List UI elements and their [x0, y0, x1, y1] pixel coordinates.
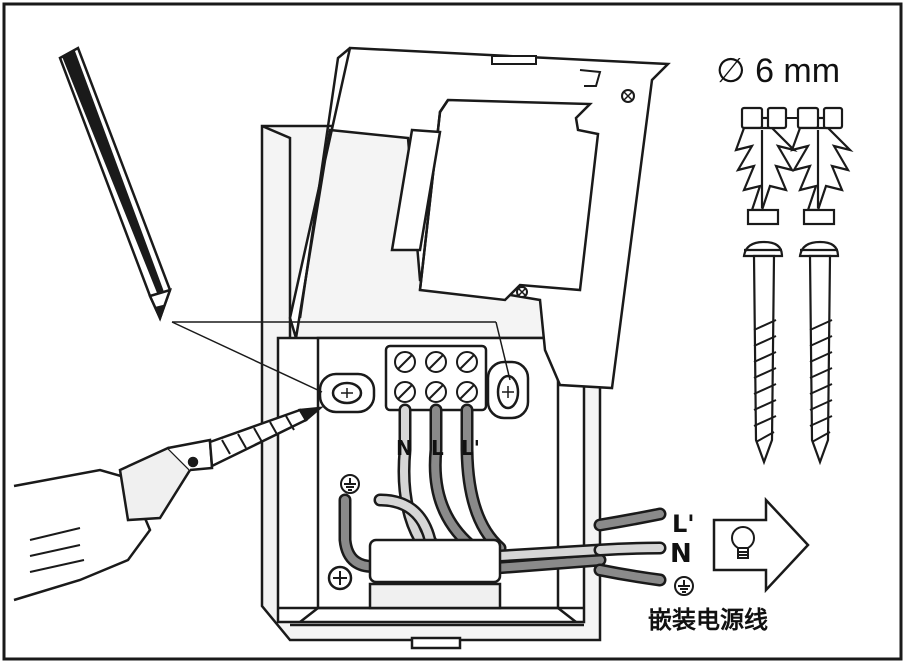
output-label-l-prime: L'	[672, 510, 695, 538]
earth-ground-icon	[340, 474, 360, 494]
earth-ground-icon	[674, 576, 694, 596]
projection-lines	[171, 321, 511, 393]
terminal-wires	[397, 403, 507, 555]
screw-icon	[798, 240, 840, 466]
outgoing-cable	[593, 507, 667, 587]
cable-sheath	[368, 538, 502, 610]
ground-screw	[327, 565, 353, 591]
terminal-label-l-prime: L'	[461, 436, 480, 460]
drill-size-label: ∅ 6 mm	[716, 52, 840, 90]
wall-plug-icon	[734, 106, 798, 212]
mounting-hole-left	[318, 372, 376, 414]
power-cable-label: 嵌装电源线	[648, 606, 768, 634]
light-bulb-icon	[731, 526, 755, 559]
drill-icon	[13, 406, 324, 602]
wall-plug-icon	[790, 106, 854, 212]
terminal-label-n: N	[396, 436, 413, 460]
arrow-right-icon	[712, 496, 810, 594]
terminal-label-l: L	[431, 436, 444, 460]
terminal-screw	[394, 351, 478, 403]
screw-icon	[742, 240, 784, 466]
plug-base-right	[802, 208, 836, 226]
terminal-block	[384, 344, 488, 412]
pencil-icon	[58, 46, 173, 322]
output-label-n: N	[670, 539, 692, 569]
enclosure-lid	[288, 46, 671, 390]
mounting-hole-right	[486, 360, 530, 420]
plug-base-left	[746, 208, 780, 226]
